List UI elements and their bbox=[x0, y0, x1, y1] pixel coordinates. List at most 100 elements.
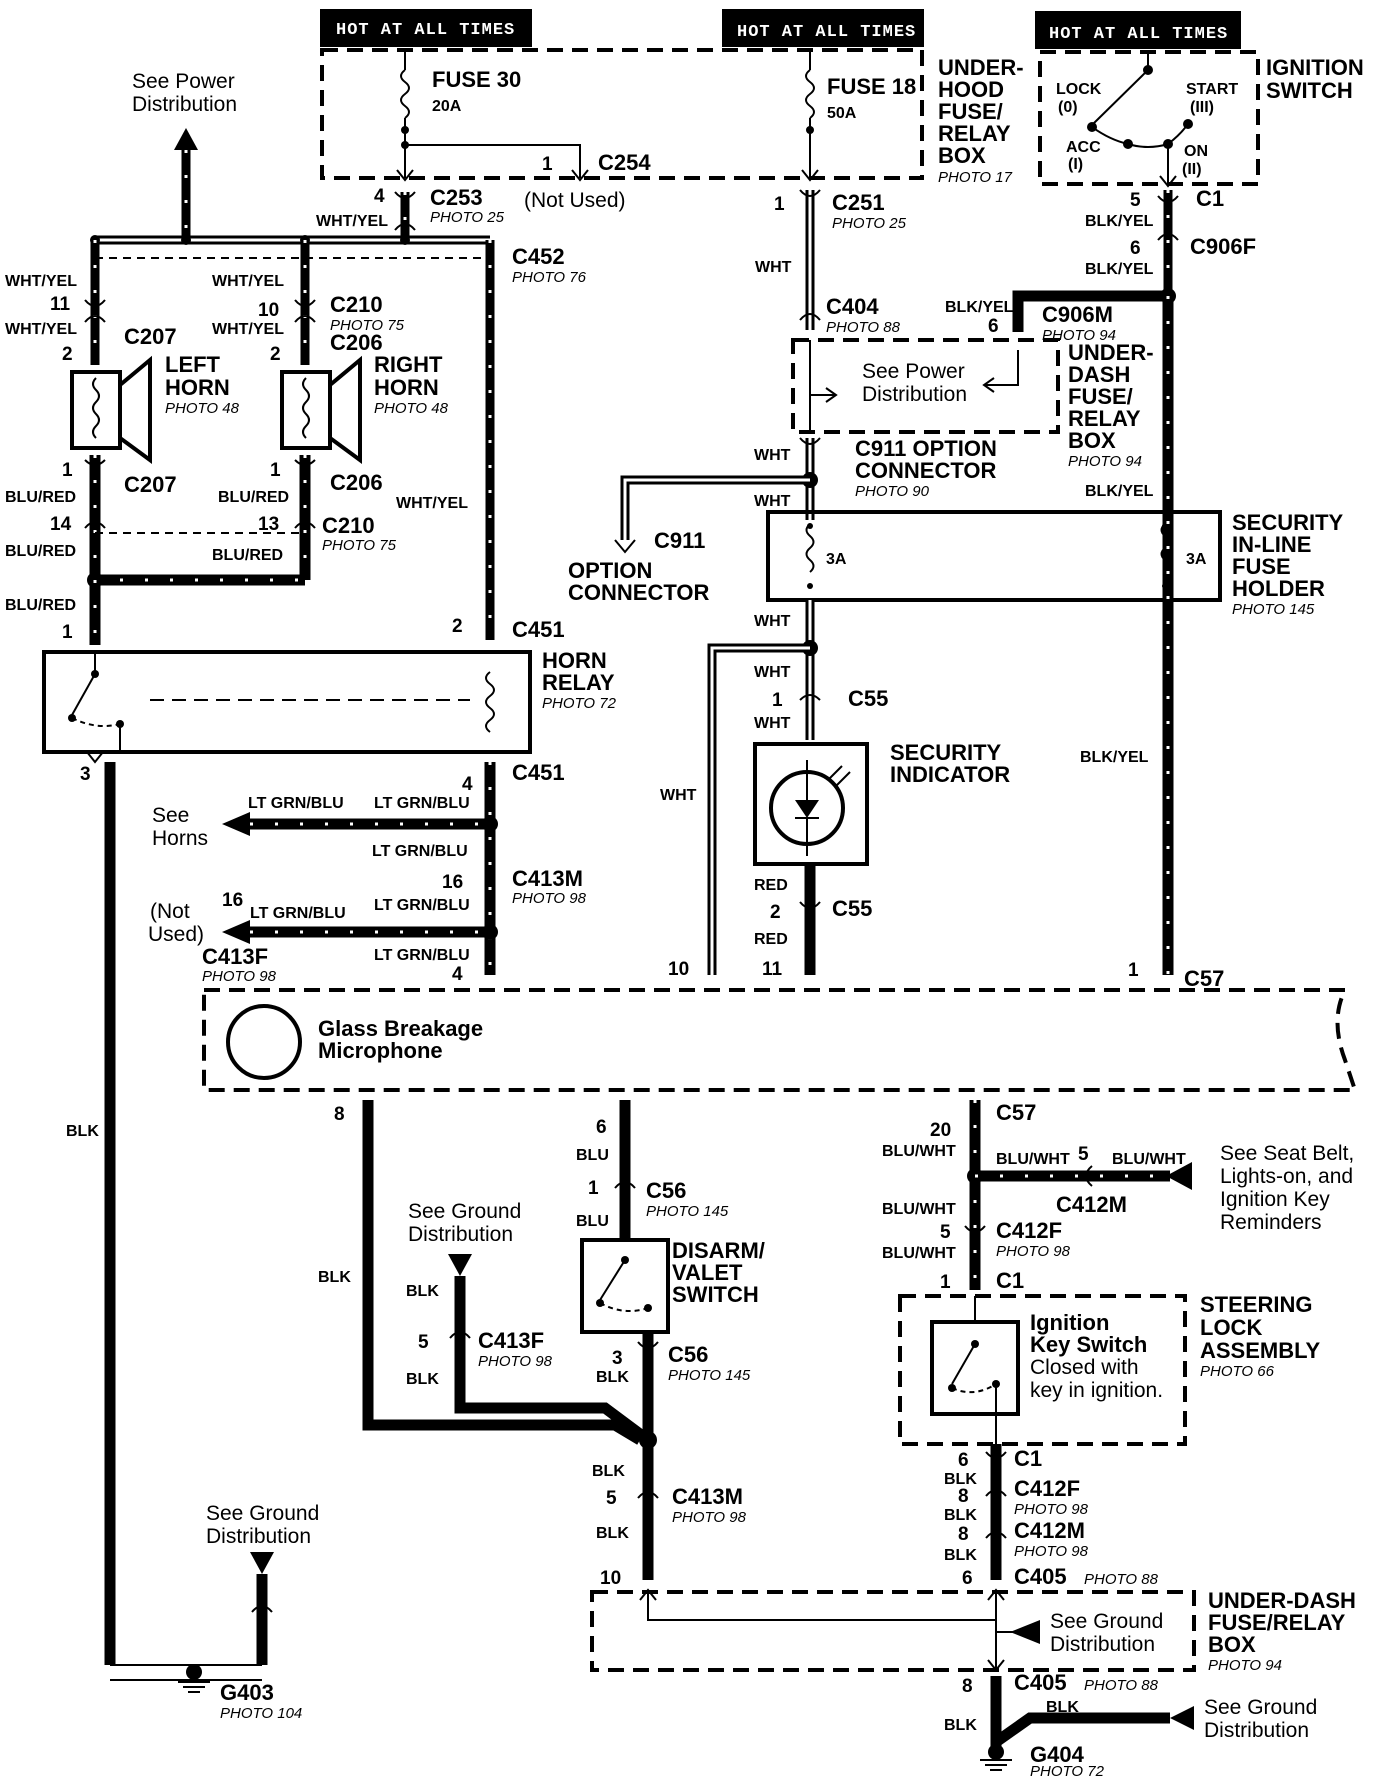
left-arrow-seatbelt-icon bbox=[1166, 1162, 1192, 1190]
svg-text:8: 8 bbox=[962, 1676, 973, 1697]
svg-text:2: 2 bbox=[270, 344, 281, 365]
svg-text:UNDER-: UNDER- bbox=[938, 55, 1024, 80]
svg-text:4: 4 bbox=[452, 964, 463, 985]
right-horn bbox=[280, 355, 362, 464]
svg-text:5: 5 bbox=[1130, 190, 1141, 211]
svg-text:DASH: DASH bbox=[1068, 362, 1130, 387]
security-indicator-label: SECURITY INDICATOR bbox=[890, 740, 1010, 787]
underhood-fuse-relay-box bbox=[320, 48, 924, 180]
horn-relay-label: HORN RELAY PHOTO 72 bbox=[542, 648, 617, 712]
svg-text:SECURITY: SECURITY bbox=[890, 740, 1002, 765]
svg-text:2: 2 bbox=[62, 344, 73, 365]
svg-text:Reminders: Reminders bbox=[1220, 1211, 1322, 1234]
underdash-bottom-label: UNDER-DASH FUSE/RELAY BOX PHOTO 94 bbox=[1208, 1588, 1356, 1674]
underdash-see-power-label: See Power Distribution bbox=[862, 360, 967, 406]
svg-text:See Ground: See Ground bbox=[206, 1502, 319, 1525]
svg-text:START: START bbox=[1186, 81, 1238, 98]
c1-label-top: C1 bbox=[1196, 186, 1224, 211]
fuse-30-symbol bbox=[400, 69, 410, 119]
svg-text:PHOTO 94: PHOTO 94 bbox=[1042, 327, 1116, 344]
svg-text:4: 4 bbox=[374, 186, 385, 207]
svg-text:8: 8 bbox=[334, 1104, 345, 1125]
svg-text:BLK/YEL: BLK/YEL bbox=[945, 299, 1014, 316]
svg-text:BLK: BLK bbox=[406, 1371, 439, 1388]
c55-label-top: C55 bbox=[848, 686, 888, 711]
underhood-box-label: UNDER- HOOD FUSE/ RELAY BOX PHOTO 17 bbox=[938, 55, 1024, 186]
microphone-icon bbox=[226, 1004, 302, 1080]
svg-text:See Ground: See Ground bbox=[1204, 1696, 1317, 1719]
svg-text:8: 8 bbox=[958, 1524, 969, 1545]
svg-text:WHT: WHT bbox=[754, 613, 791, 630]
svg-text:LT GRN/BLU: LT GRN/BLU bbox=[250, 905, 346, 922]
fuse-left-symbol bbox=[805, 523, 815, 573]
svg-text:PHOTO 88: PHOTO 88 bbox=[826, 319, 901, 336]
left-arrow-icon bbox=[222, 812, 250, 836]
underdash-fuse-relay-box-bottom bbox=[590, 1590, 1196, 1672]
svg-text:key in ignition.: key in ignition. bbox=[1030, 1379, 1163, 1402]
svg-text:6: 6 bbox=[958, 1450, 969, 1471]
c413f-label-mid: C413F bbox=[478, 1328, 544, 1353]
svg-text:3A: 3A bbox=[1186, 551, 1207, 568]
svg-text:8: 8 bbox=[958, 1486, 969, 1507]
svg-text:BLU/WHT: BLU/WHT bbox=[882, 1143, 956, 1160]
svg-text:11: 11 bbox=[762, 959, 783, 980]
ground-arrow-mid-icon bbox=[448, 1254, 472, 1276]
svg-text:Glass Breakage: Glass Breakage bbox=[318, 1016, 483, 1041]
c254-label: C254 bbox=[598, 150, 651, 175]
svg-text:PHOTO 76: PHOTO 76 bbox=[512, 269, 587, 286]
glass-breakage-unit bbox=[202, 988, 1358, 1092]
svg-text:FUSE/: FUSE/ bbox=[938, 99, 1003, 124]
svg-text:(I): (I) bbox=[1068, 156, 1083, 173]
svg-text:16: 16 bbox=[442, 872, 463, 893]
svg-text:RELAY: RELAY bbox=[542, 670, 615, 695]
svg-text:IN-LINE: IN-LINE bbox=[1232, 532, 1311, 557]
c210-label-bottom: C210 bbox=[322, 513, 375, 538]
svg-text:10: 10 bbox=[600, 1568, 621, 1589]
svg-text:5: 5 bbox=[418, 1332, 429, 1353]
svg-text:BLK/YEL: BLK/YEL bbox=[1085, 213, 1154, 230]
svg-text:STEERING: STEERING bbox=[1200, 1292, 1312, 1317]
svg-text:PHOTO 145: PHOTO 145 bbox=[646, 1203, 729, 1220]
svg-text:ASSEMBLY: ASSEMBLY bbox=[1200, 1338, 1321, 1363]
svg-text:WHT/YEL: WHT/YEL bbox=[5, 273, 77, 290]
svg-text:HORN: HORN bbox=[374, 375, 439, 400]
c413f-label-left: C413F bbox=[202, 944, 268, 969]
svg-text:BLU: BLU bbox=[576, 1147, 609, 1164]
right-horn-label: RIGHT HORN PHOTO 48 bbox=[374, 352, 449, 417]
svg-text:1: 1 bbox=[62, 622, 73, 643]
svg-text:WHT/YEL: WHT/YEL bbox=[212, 273, 284, 290]
svg-text:See: See bbox=[152, 804, 189, 827]
svg-text:SWITCH: SWITCH bbox=[1266, 78, 1353, 103]
security-indicator-led bbox=[753, 742, 869, 866]
svg-text:PHOTO 90: PHOTO 90 bbox=[855, 483, 930, 500]
svg-text:FUSE: FUSE bbox=[1232, 554, 1291, 579]
left-horn-label: LEFT HORN PHOTO 48 bbox=[165, 352, 240, 417]
c56-label-bottom: C56 bbox=[668, 1342, 708, 1367]
svg-text:BLK: BLK bbox=[592, 1463, 625, 1480]
svg-text:BLK/YEL: BLK/YEL bbox=[1085, 483, 1154, 500]
svg-text:LT GRN/BLU: LT GRN/BLU bbox=[248, 795, 344, 812]
svg-text:SECURITY: SECURITY bbox=[1232, 510, 1344, 535]
svg-text:WHT: WHT bbox=[754, 493, 791, 510]
svg-text:BLK: BLK bbox=[1046, 1699, 1079, 1716]
svg-text:VALET: VALET bbox=[672, 1260, 743, 1285]
c412m-label-b: C412M bbox=[1014, 1518, 1085, 1543]
svg-text:See Ground: See Ground bbox=[408, 1200, 521, 1223]
svg-text:See Power: See Power bbox=[862, 360, 965, 383]
ignition-key-switch-label: Ignition Key Switch Closed with key in i… bbox=[1030, 1310, 1163, 1402]
svg-text:PHOTO 98: PHOTO 98 bbox=[512, 890, 587, 907]
svg-text:PHOTO 48: PHOTO 48 bbox=[374, 400, 449, 417]
underdash-fuse-relay-box-top bbox=[791, 338, 1060, 434]
svg-text:PHOTO 98: PHOTO 98 bbox=[202, 968, 277, 985]
svg-text:LOCK: LOCK bbox=[1200, 1315, 1262, 1340]
svg-text:Key Switch: Key Switch bbox=[1030, 1332, 1147, 1357]
c57-label-bottom: C57 bbox=[996, 1100, 1036, 1125]
svg-text:1: 1 bbox=[772, 690, 783, 711]
svg-text:WHT: WHT bbox=[755, 259, 792, 276]
svg-text:3A: 3A bbox=[826, 551, 847, 568]
security-fuse-label: SECURITY IN-LINE FUSE HOLDER PHOTO 145 bbox=[1232, 510, 1344, 618]
svg-text:Closed with: Closed with bbox=[1030, 1356, 1139, 1379]
svg-text:CONNECTOR: CONNECTOR bbox=[568, 580, 709, 605]
svg-text:PHOTO 98: PHOTO 98 bbox=[1014, 1543, 1089, 1560]
